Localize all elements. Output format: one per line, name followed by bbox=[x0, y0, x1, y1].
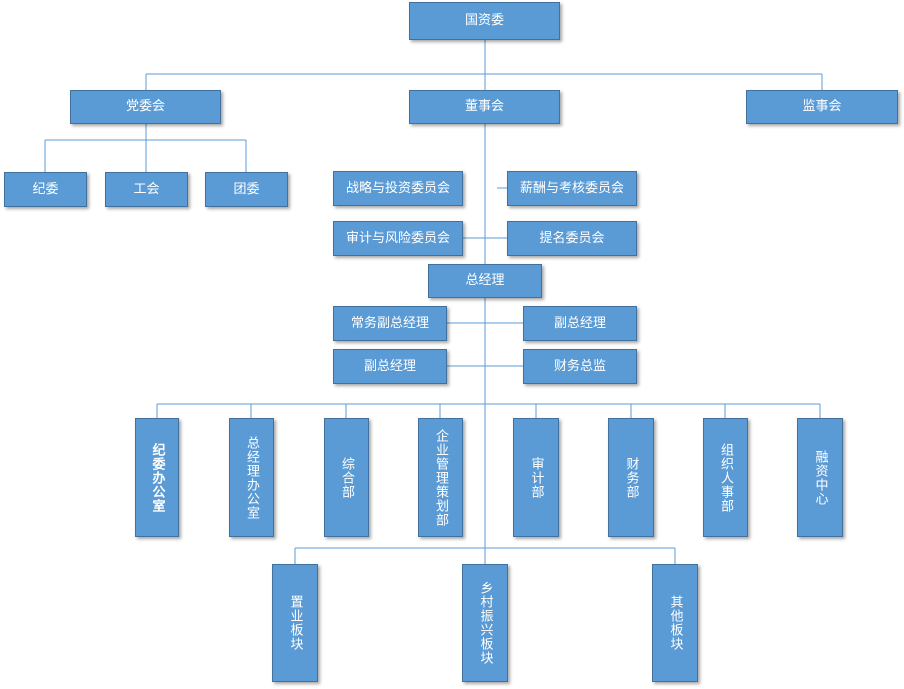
node-audit-risk-committee: 审计与风险委员会 bbox=[333, 221, 463, 256]
node-cfo: 财务总监 bbox=[523, 349, 637, 384]
node-party-committee: 党委会 bbox=[70, 90, 221, 124]
node-youth-league: 团委 bbox=[205, 172, 288, 207]
node-executive-deputy-gm: 常务副总经理 bbox=[333, 306, 447, 341]
node-discipline-committee: 纪委 bbox=[4, 172, 87, 207]
node-dept-audit: 审计部 bbox=[513, 418, 559, 537]
node-general-manager: 总经理 bbox=[428, 264, 542, 298]
node-root: 国资委 bbox=[409, 2, 560, 40]
node-dept-financing-center: 融资中心 bbox=[797, 418, 843, 537]
node-deputy-gm-right: 副总经理 bbox=[523, 306, 637, 341]
node-segment-rural-revitalization: 乡村振兴板块 bbox=[462, 564, 508, 682]
node-strategy-committee: 战略与投资委员会 bbox=[333, 171, 463, 206]
node-nomination-committee: 提名委员会 bbox=[507, 221, 637, 256]
node-dept-gm-office: 总经理办公室 bbox=[229, 418, 274, 537]
node-supervisory-board: 监事会 bbox=[746, 90, 898, 124]
node-dept-general-affairs: 综合部 bbox=[324, 418, 369, 537]
node-trade-union: 工会 bbox=[105, 172, 188, 207]
node-dept-discipline-office: 纪委办公室 bbox=[135, 418, 179, 537]
node-dept-enterprise-planning: 企业管理策划部 bbox=[418, 418, 463, 537]
node-segment-other: 其他板块 bbox=[652, 564, 698, 682]
node-segment-real-estate: 置业板块 bbox=[272, 564, 318, 682]
node-deputy-gm-left: 副总经理 bbox=[333, 349, 447, 384]
node-compensation-committee: 薪酬与考核委员会 bbox=[507, 171, 637, 206]
node-board: 董事会 bbox=[409, 90, 560, 124]
node-dept-finance: 财务部 bbox=[608, 418, 654, 537]
node-dept-hr: 组织人事部 bbox=[703, 418, 748, 537]
